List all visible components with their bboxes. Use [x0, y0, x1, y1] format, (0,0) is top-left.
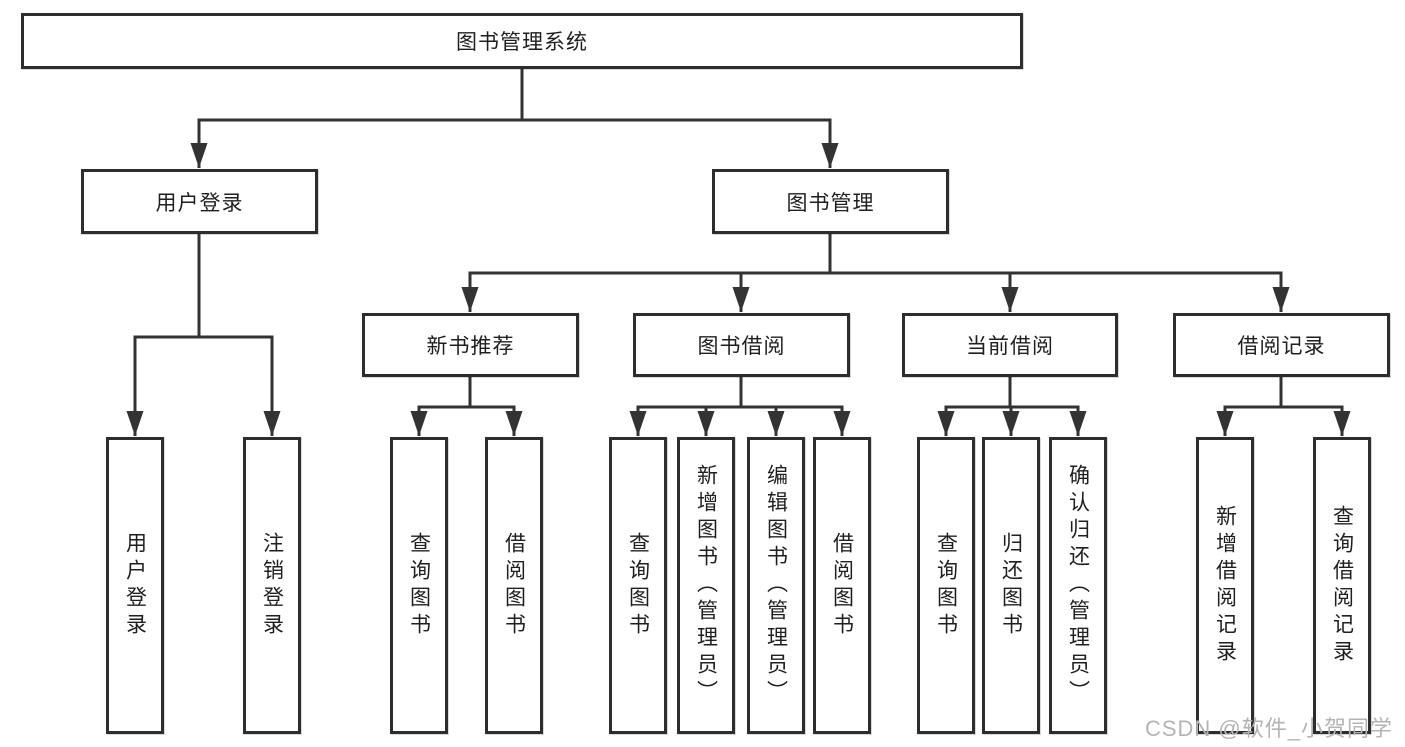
node-label: 新书推荐 [426, 335, 515, 358]
leaf-query-books: 查询图书 [390, 437, 448, 734]
leaf-add-borrow-record: 新增借阅记录 [1196, 437, 1254, 734]
node-root-label: 图书管理系统 [456, 31, 588, 54]
leaf-label: 用户登录 [123, 531, 147, 640]
leaf-label: 借阅图书 [502, 531, 526, 640]
leaf-query-books: 查询图书 [609, 437, 667, 734]
leaf-borrow-books: 借阅图书 [813, 437, 871, 734]
leaf-label: 新增借阅记录 [1213, 504, 1237, 667]
leaf-add-books-admin: 新增图书（管理员） [677, 437, 735, 734]
leaf-return-books: 归还图书 [982, 437, 1040, 734]
node-label: 借阅记录 [1237, 335, 1326, 358]
node-new-book-recommend: 新书推荐 [362, 313, 579, 377]
node-label: 当前借阅 [966, 335, 1054, 358]
node-label: 用户登录 [155, 191, 244, 215]
leaf-label: 归还图书 [999, 531, 1023, 640]
leaf-query-borrow-record: 查询借阅记录 [1313, 437, 1371, 734]
leaf-user-login: 用户登录 [106, 437, 164, 734]
leaf-query-books: 查询图书 [917, 437, 975, 734]
leaf-label: 确认归还（管理员） [1066, 464, 1090, 707]
leaf-label: 注销登录 [260, 531, 284, 640]
node-user-login-branch: 用户登录 [81, 169, 318, 234]
node-label: 图书借阅 [697, 335, 786, 358]
leaf-borrow-books: 借阅图书 [485, 437, 543, 734]
leaf-label: 借阅图书 [830, 531, 854, 640]
leaf-edit-books-admin: 编辑图书（管理员） [747, 437, 805, 734]
leaf-label: 查询图书 [407, 531, 431, 640]
leaf-label: 编辑图书（管理员） [764, 464, 788, 707]
node-book-borrowing: 图书借阅 [633, 313, 850, 377]
leaf-label: 新增图书（管理员） [694, 464, 718, 707]
leaf-label: 查询图书 [626, 531, 650, 640]
node-label: 图书管理 [786, 191, 875, 215]
leaf-label: 查询借阅记录 [1330, 504, 1354, 667]
node-book-management-branch: 图书管理 [712, 169, 949, 234]
node-root-system: 图书管理系统 [21, 13, 1023, 69]
node-borrowing-records: 借阅记录 [1173, 313, 1390, 377]
node-current-borrowing: 当前借阅 [902, 313, 1118, 377]
leaf-label: 查询图书 [934, 531, 958, 640]
csdn-watermark: CSDN @软件_小贺同学 [1144, 716, 1393, 741]
leaf-logout: 注销登录 [243, 437, 301, 734]
leaf-confirm-return-admin: 确认归还（管理员） [1049, 437, 1107, 734]
